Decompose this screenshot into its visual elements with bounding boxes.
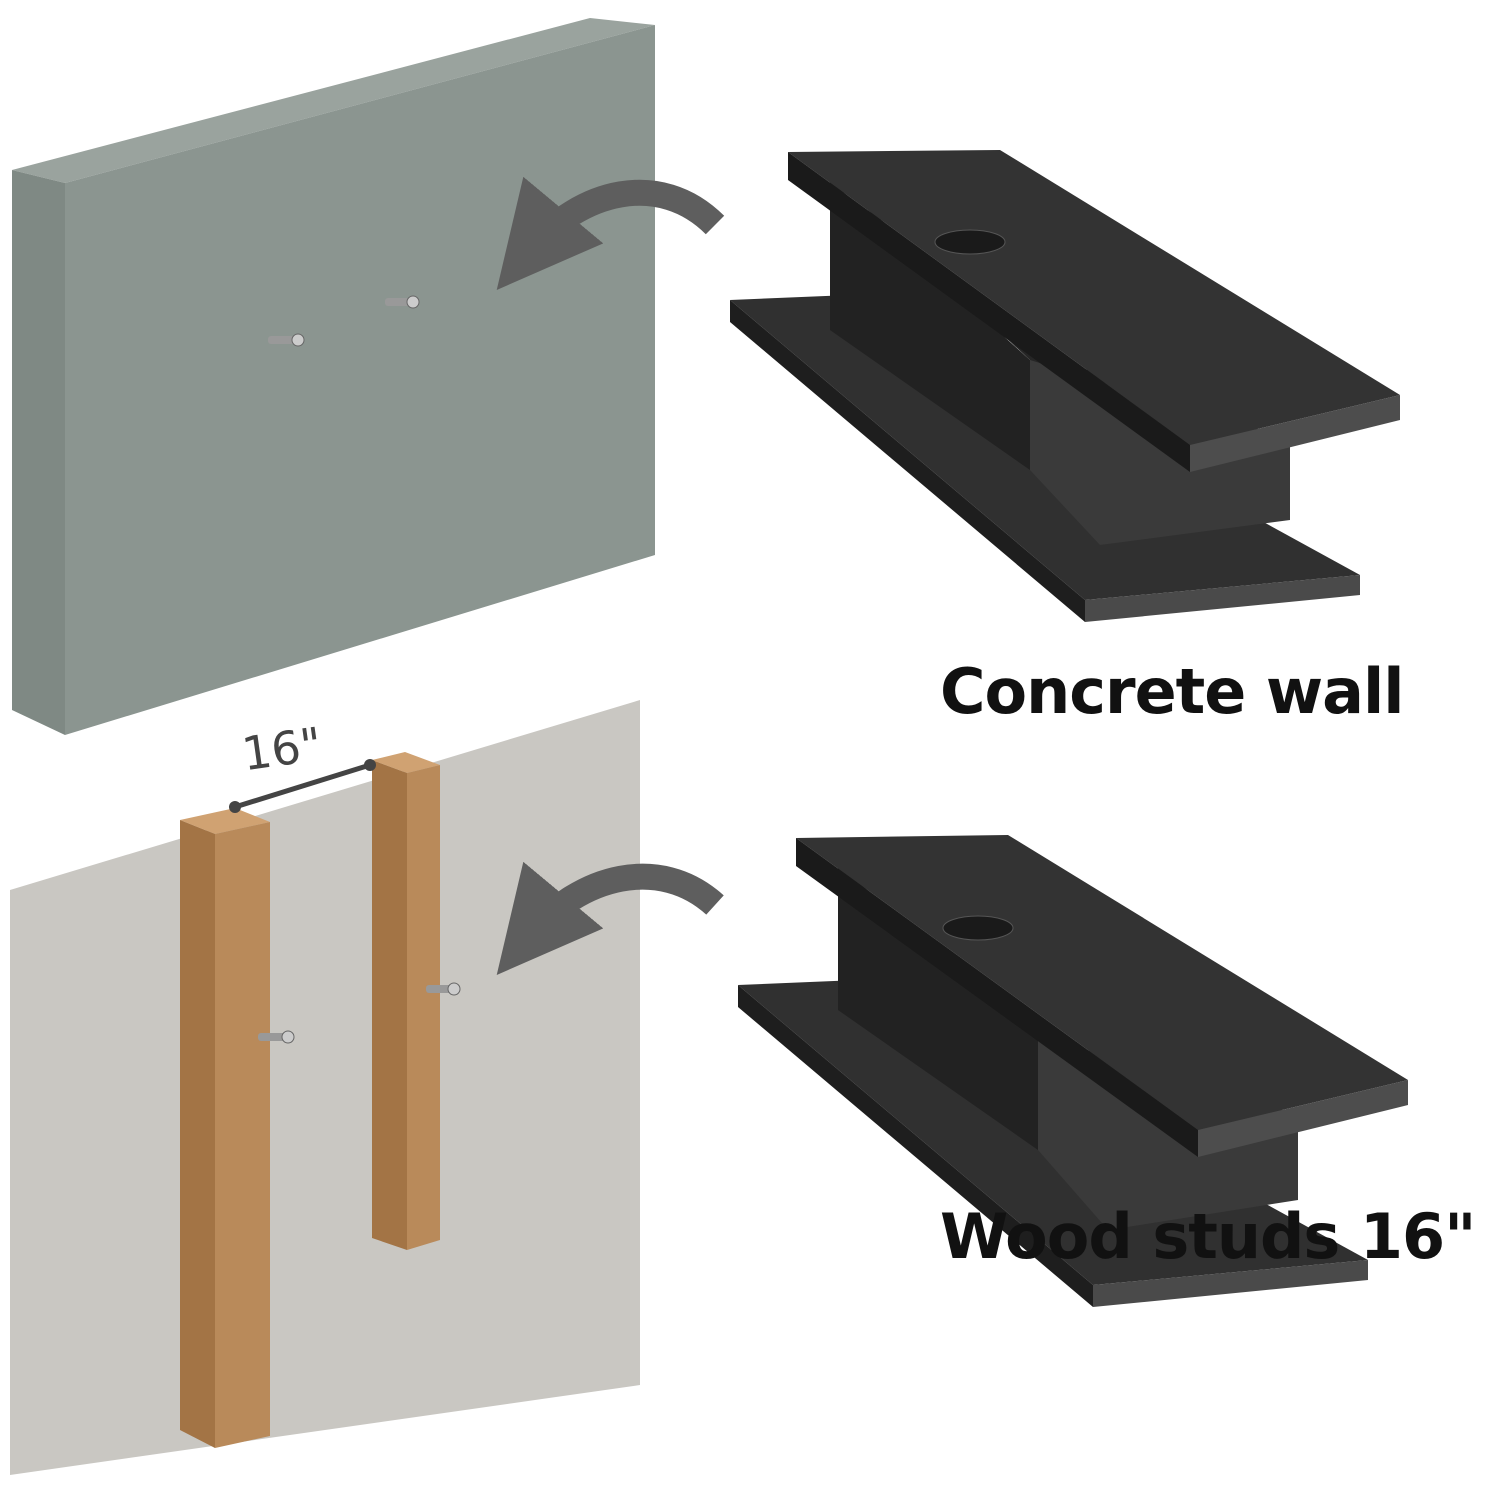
arrow-icon [496, 861, 724, 975]
stud-spacing-label: 16" [238, 716, 326, 782]
concrete-wall-label: Concrete wall [940, 655, 1405, 728]
screw-icon [268, 295, 420, 347]
spacing-dimension-line [229, 759, 376, 813]
wood-stud [372, 752, 440, 1250]
wood-stud [180, 808, 270, 1448]
arrow-icon [496, 176, 725, 290]
floating-shelf [730, 150, 1400, 622]
screw-icon [258, 982, 461, 1044]
concrete-wall [12, 18, 655, 735]
floating-shelf [738, 835, 1408, 1307]
wood-studs-label: Wood studs 16" [940, 1200, 1476, 1273]
drywall [10, 700, 640, 1475]
